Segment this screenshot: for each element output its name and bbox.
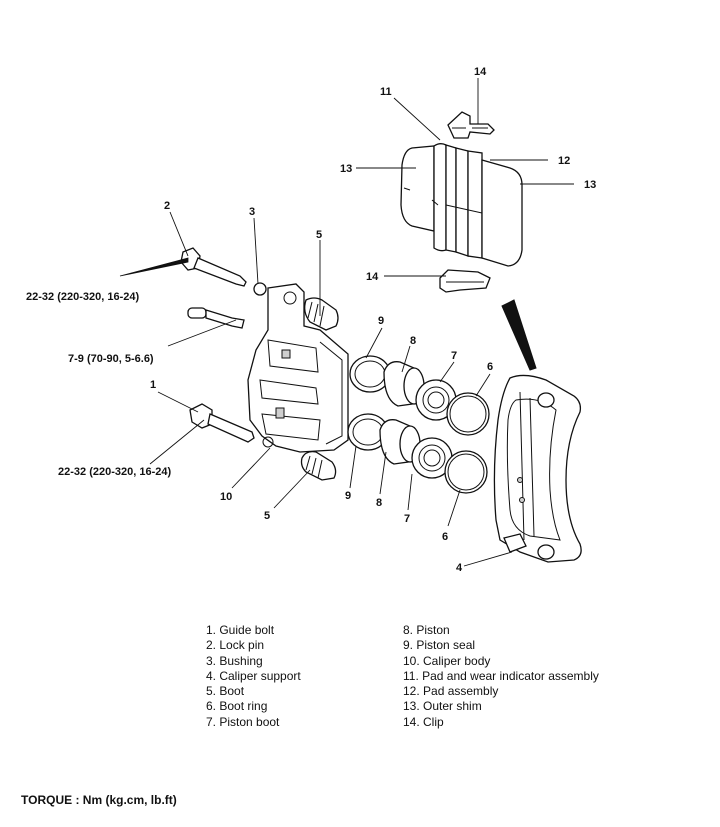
leader-lines — [119, 78, 574, 567]
caliper-exploded-diagram: 14 11 13 12 13 14 2 3 5 9 8 7 6 1 10 5 9… — [26, 66, 596, 574]
legend-item: 14. Clip — [403, 714, 444, 729]
guide-bolt-bottom — [189, 403, 255, 443]
callout-7-bottom: 7 — [404, 513, 410, 525]
legend-right-column: 8. Piston 9. Piston seal 10. Caliper bod… — [403, 623, 599, 730]
callout-9-bottom: 9 — [345, 490, 351, 502]
callout-3: 3 — [249, 206, 255, 218]
torque-spec-bleeder: 7-9 (70-90, 5-6.6) — [68, 353, 154, 365]
callout-labels: 14 11 13 12 13 14 2 3 5 9 8 7 6 1 10 5 9… — [150, 66, 596, 574]
outer-shim-right — [481, 159, 523, 267]
legend-item: 5. Boot — [206, 684, 245, 699]
bushing — [253, 282, 267, 296]
callout-14-top: 14 — [474, 66, 487, 78]
boot-top — [304, 297, 339, 331]
callout-8-top: 8 — [410, 335, 416, 347]
legend-item: 11. Pad and wear indicator assembly — [403, 668, 599, 683]
callout-6-bottom: 6 — [442, 531, 448, 543]
legend-left-column: 1. Guide bolt 2. Lock pin 3. Bushing 4. … — [206, 623, 301, 730]
callout-11: 11 — [380, 86, 392, 98]
callout-13-left: 13 — [340, 163, 352, 175]
legend-item: 12. Pad assembly — [403, 684, 499, 699]
legend-item: 1. Guide bolt — [206, 623, 275, 637]
torque-units-note: TORQUE : Nm (kg.cm, lb.ft) — [21, 793, 177, 807]
callout-2: 2 — [164, 200, 170, 212]
callout-14-bottom: 14 — [366, 271, 379, 283]
pad-assembly-group — [400, 143, 523, 267]
legend-item: 13. Outer shim — [403, 699, 482, 714]
bleeder-screw — [187, 307, 245, 329]
callout-13-right: 13 — [584, 179, 596, 191]
callout-5-bottom: 5 — [264, 510, 270, 522]
boot-bottom — [300, 450, 337, 481]
callout-4: 4 — [456, 562, 463, 574]
callout-7-top: 7 — [451, 350, 457, 362]
legend-item: 6. Boot ring — [206, 699, 268, 714]
torque-spec-guide-bolt-top: 22-32 (220-320, 16-24) — [26, 291, 139, 303]
legend-item: 3. Bushing — [206, 653, 263, 668]
callout-5-top: 5 — [316, 229, 322, 241]
legend-item: 10. Caliper body — [403, 653, 491, 668]
torque-spec-guide-bolt-bottom: 22-32 (220-320, 16-24) — [58, 466, 171, 478]
pad-and-wear-indicator — [433, 143, 447, 252]
outer-shim-left — [400, 145, 435, 232]
clip-top — [447, 111, 495, 139]
direction-arrow — [501, 299, 537, 371]
torque-spec-labels: 22-32 (220-320, 16-24) 7-9 (70-90, 5-6.6… — [26, 291, 171, 478]
callout-8-bottom: 8 — [376, 497, 382, 509]
callout-10: 10 — [220, 491, 232, 503]
legend-item: 4. Caliper support — [206, 668, 301, 683]
legend-item: 7. Piston boot — [206, 714, 280, 729]
caliper-support — [493, 299, 582, 563]
guide-bolt-top — [180, 247, 247, 287]
torque-arrow-top — [119, 257, 189, 277]
callout-1: 1 — [150, 379, 156, 391]
legend-item: 2. Lock pin — [206, 638, 265, 653]
callout-12: 12 — [558, 155, 570, 167]
boot-ring-top — [446, 392, 490, 436]
clip-bottom — [439, 269, 491, 293]
callout-6-top: 6 — [487, 361, 493, 373]
caliper-body — [247, 283, 349, 453]
pad-backing-1 — [445, 144, 457, 253]
legend-item: 8. Piston — [403, 623, 450, 637]
callout-9-top: 9 — [378, 315, 384, 327]
legend-item: 9. Piston seal — [403, 638, 476, 653]
boot-ring-bottom — [444, 450, 488, 494]
pad-assembly — [467, 150, 483, 259]
pad-backing-2 — [455, 147, 469, 257]
